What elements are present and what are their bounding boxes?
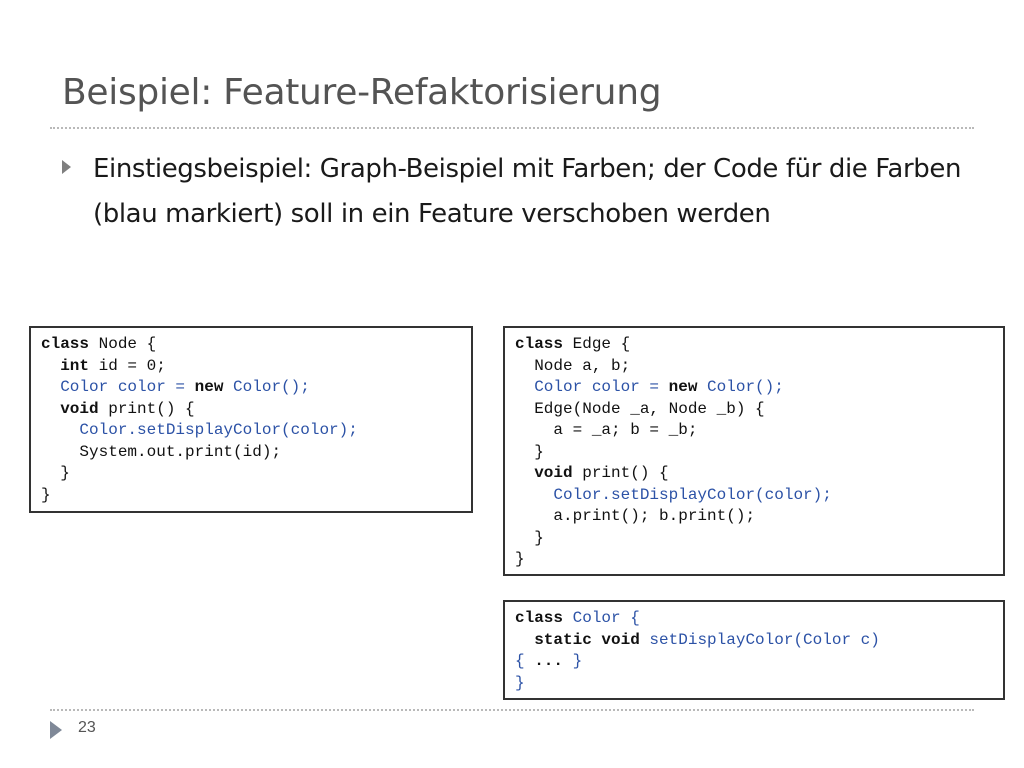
code-text: Color(); <box>223 378 310 396</box>
code-text: Color { <box>563 609 640 627</box>
code-text: Color color = <box>534 378 669 396</box>
code-text: { <box>515 652 535 670</box>
code-node: class Node { int id = 0; Color color = n… <box>41 334 461 506</box>
feature-code: Color color = new Color(); <box>534 378 784 396</box>
code-color: class Color { static void setDisplayColo… <box>515 608 993 694</box>
feature-code: Color.setDisplayColor(color); <box>553 485 832 504</box>
title-divider <box>50 127 974 129</box>
code-box-node: class Node { int id = 0; Color color = n… <box>29 326 473 513</box>
code-text: setDisplayColor(Color c) <box>639 630 880 649</box>
code-text: } <box>515 673 525 692</box>
code-box-edge: class Edge { Node a, b; Color color = ne… <box>503 326 1005 576</box>
code-text: id = 0; <box>89 356 166 375</box>
code-text: } <box>563 652 583 670</box>
code-text: } <box>534 528 544 547</box>
page-arrow-icon <box>50 721 62 739</box>
bullet-text: Einstiegsbeispiel: Graph-Beispiel mit Fa… <box>93 154 962 229</box>
code-text: Color color = <box>60 378 195 396</box>
code-keyword: static void <box>534 630 640 649</box>
code-keyword: new <box>194 378 224 396</box>
code-keyword: class <box>41 335 90 353</box>
code-text: a.print(); b.print(); <box>553 507 756 525</box>
code-text: print() { <box>98 399 195 418</box>
code-text: Node { <box>89 335 157 353</box>
code-text: print() { <box>572 464 669 482</box>
code-text: System.out.print(id); <box>79 442 282 461</box>
code-text: } <box>534 442 544 461</box>
code-text: Color(); <box>697 378 784 396</box>
code-text: Edge(Node _a, Node _b) { <box>534 399 765 418</box>
code-keyword: ... <box>534 652 564 670</box>
feature-code: Color color = new Color(); <box>60 378 310 396</box>
bullet-arrow-icon <box>62 160 71 174</box>
code-text: } <box>41 485 51 504</box>
feature-code: Color.setDisplayColor(color); <box>79 421 358 439</box>
code-text: a = _a; b = _b; <box>553 421 698 439</box>
code-keyword: void <box>534 464 573 482</box>
feature-code: class Color { static void setDisplayColo… <box>515 609 880 692</box>
code-keyword: class <box>515 609 564 627</box>
code-box-color: class Color { static void setDisplayColo… <box>503 600 1005 700</box>
code-text: Edge { <box>563 335 631 353</box>
footer-divider <box>50 709 974 711</box>
code-keyword: void <box>60 399 99 418</box>
page-number: 23 <box>78 719 96 736</box>
code-keyword: new <box>668 378 698 396</box>
code-keyword: class <box>515 335 564 353</box>
slide-title: Beispiel: Feature-Refaktorisierung <box>62 72 662 113</box>
code-keyword: int <box>60 356 90 375</box>
code-text: } <box>60 464 70 482</box>
code-edge: class Edge { Node a, b; Color color = ne… <box>515 334 993 571</box>
code-text: Node a, b; <box>534 356 631 375</box>
code-text: } <box>515 550 525 568</box>
